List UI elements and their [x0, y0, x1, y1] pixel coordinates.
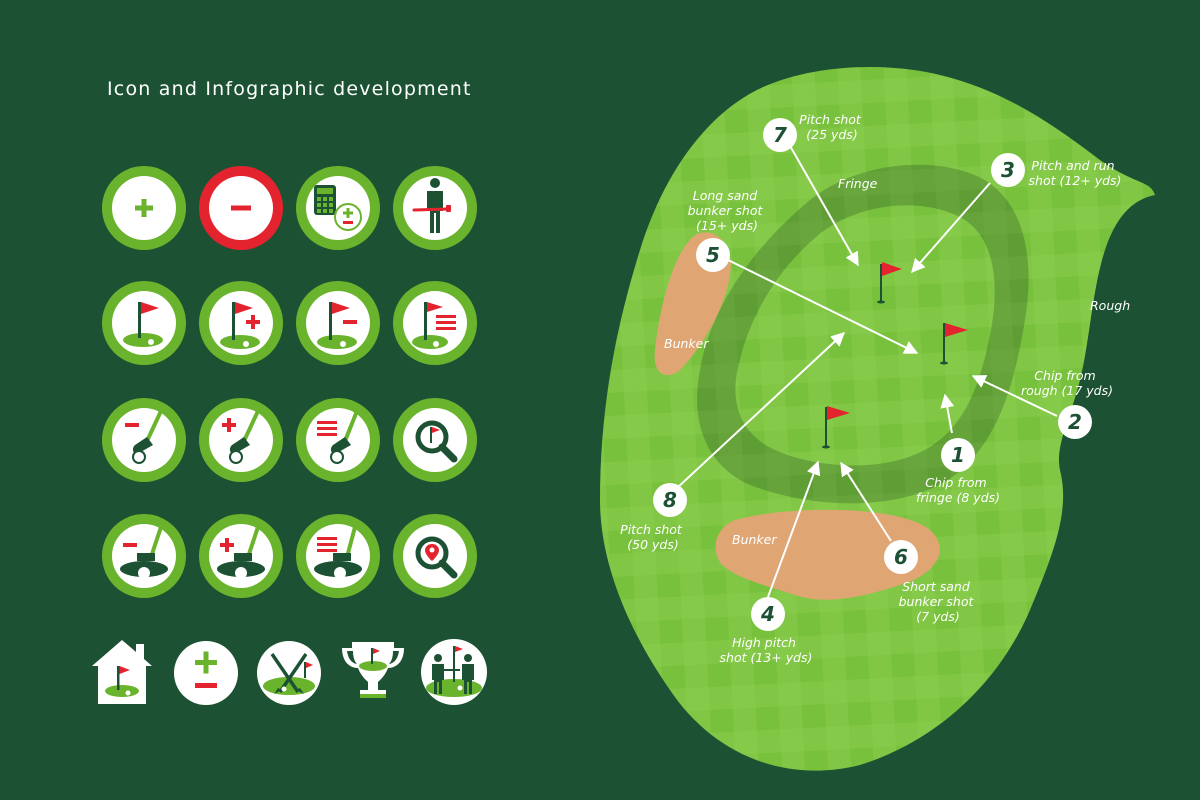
shot-6-label: Short sand bunker shot (7 yds) [899, 579, 978, 624]
shot-1-label: Chip from fringe (8 yds) [916, 475, 1000, 505]
fringe-label: Fringe [838, 176, 878, 191]
page-title: Icon and Infographic development [107, 78, 472, 100]
bunker-bottom [715, 509, 940, 600]
shot-8-marker[interactable]: 8 [653, 483, 687, 517]
shot-6-marker[interactable]: 6 [884, 540, 918, 574]
flag-pin-top [877, 262, 902, 304]
shot-2-label: Chip from rough (17 yds) [1021, 368, 1113, 398]
flag-pin-right [940, 323, 968, 365]
shot-2-marker[interactable]: 2 [1058, 405, 1092, 439]
svg-text:4: 4 [760, 602, 775, 626]
shot-3-label: Pitch and run shot (12+ yds) [1029, 158, 1122, 188]
shot-8-arrow [676, 332, 846, 489]
golfer-icon[interactable] [392, 165, 478, 251]
calculator-icon[interactable] [295, 165, 381, 251]
shot-1-arrow [940, 393, 955, 434]
iron-list-icon[interactable] [295, 397, 381, 483]
plus-minus-icon[interactable] [173, 640, 239, 706]
iron-minus-icon[interactable] [101, 397, 187, 483]
shot-1-marker[interactable]: 1 [941, 438, 975, 472]
putting-green [735, 205, 995, 466]
svg-text:5: 5 [706, 243, 720, 267]
shot-5-label: Long sand bunker shot (15+ yds) [688, 188, 767, 233]
svg-text:1: 1 [951, 443, 965, 467]
putter-list-icon[interactable] [295, 513, 381, 599]
shot-7-marker[interactable]: 7 [763, 118, 797, 152]
shot-2-arrow [971, 375, 1058, 417]
green-flag-icon[interactable] [101, 280, 187, 366]
icon-set [0, 0, 520, 800]
svg-text:6: 6 [894, 545, 908, 569]
shot-3-arrow [911, 182, 991, 274]
search-location-icon[interactable] [392, 513, 478, 599]
svg-text:7: 7 [773, 123, 787, 147]
trophy-icon[interactable] [338, 636, 408, 706]
shot-5-arrow [727, 259, 919, 354]
shot-5-marker[interactable]: 5 [696, 238, 730, 272]
minus-icon[interactable] [198, 165, 284, 251]
svg-text:8: 8 [663, 488, 677, 512]
shot-3-marker[interactable]: 3 [991, 153, 1025, 187]
green-flag-minus-icon[interactable] [295, 280, 381, 366]
iron-plus-icon[interactable] [198, 397, 284, 483]
shot-7-arrow [788, 143, 859, 267]
clubhouse-icon[interactable] [86, 636, 158, 706]
golfers-pair-icon[interactable] [420, 638, 488, 706]
golf-hole-map: Fringe Rough Bunker Bunker 1 Chip from f… [560, 50, 1180, 780]
green-flag-list-icon[interactable] [392, 280, 478, 366]
shot-4-arrow [767, 460, 821, 598]
svg-text:3: 3 [1001, 158, 1015, 182]
putter-minus-icon[interactable] [101, 513, 187, 599]
shot-4-label: High pitch shot (13+ yds) [720, 635, 813, 665]
shot-8-label: Pitch shot (50 yds) [620, 522, 686, 552]
flag-pin-bottom [822, 406, 850, 449]
crossed-clubs-icon[interactable] [256, 640, 322, 706]
bunker-left-label: Bunker [664, 336, 709, 351]
shot-6-arrow [840, 461, 892, 542]
green-flag-plus-icon[interactable] [198, 280, 284, 366]
shot-7-label: Pitch shot (25 yds) [799, 112, 865, 142]
bunker-bottom-label: Bunker [732, 532, 777, 547]
rough-label: Rough [1090, 298, 1130, 313]
svg-text:2: 2 [1068, 410, 1082, 434]
plus-icon[interactable] [101, 165, 187, 251]
search-flag-icon[interactable] [392, 397, 478, 483]
shot-4-marker[interactable]: 4 [751, 597, 785, 631]
putter-plus-icon[interactable] [198, 513, 284, 599]
